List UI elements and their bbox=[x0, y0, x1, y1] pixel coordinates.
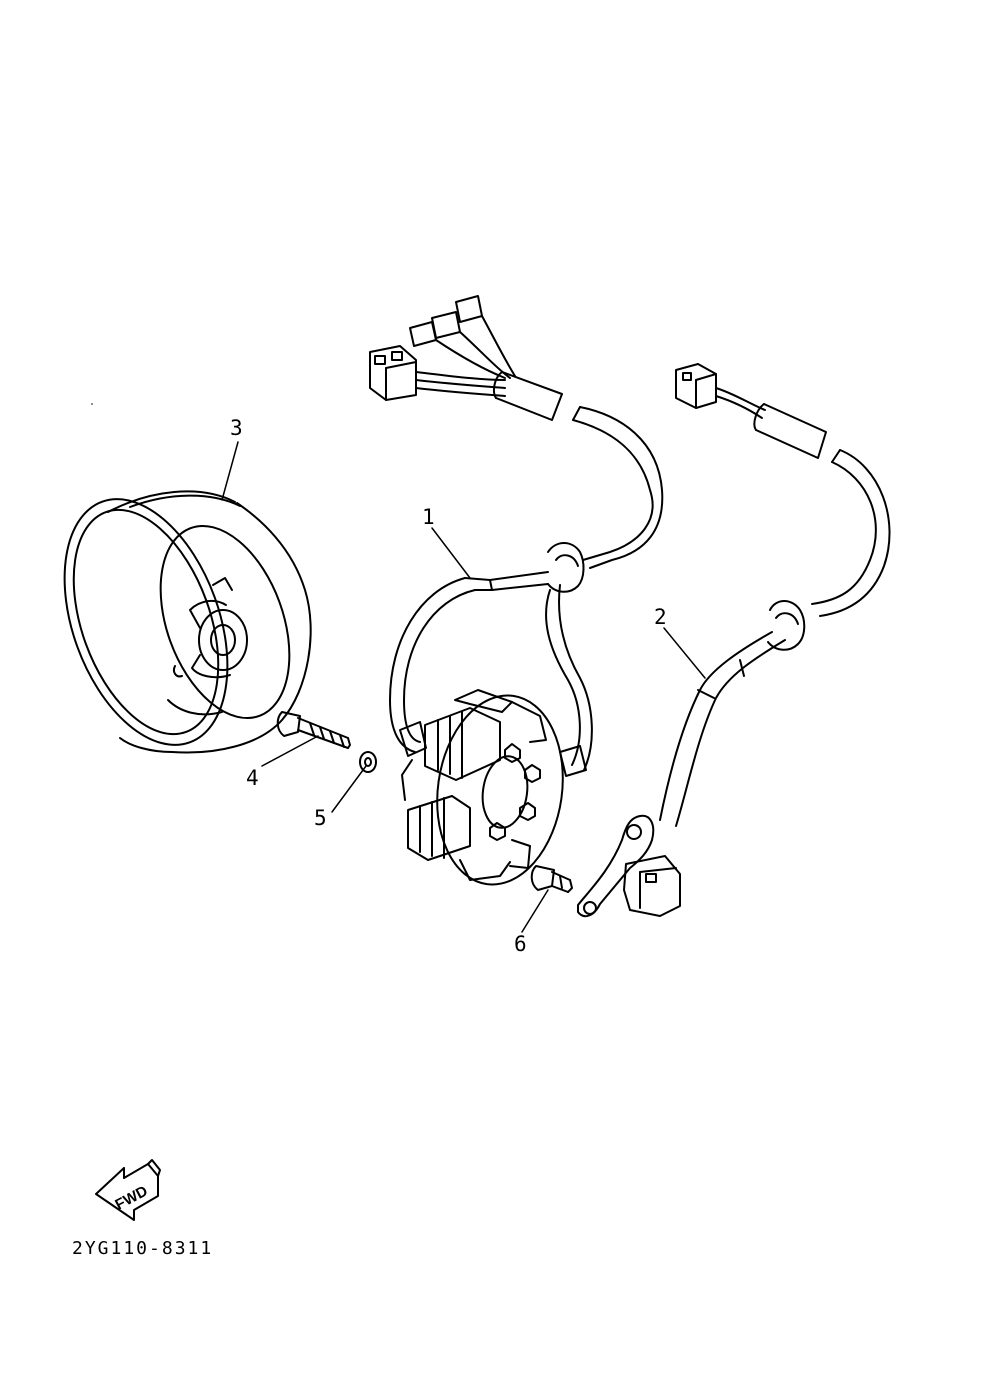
leader-line-5 bbox=[332, 766, 366, 812]
leader-lines bbox=[222, 442, 705, 932]
callout-2: 2 bbox=[654, 605, 667, 629]
washer bbox=[360, 752, 376, 772]
leader-line-4 bbox=[262, 736, 318, 766]
fwd-arrow-icon bbox=[96, 1160, 160, 1220]
pickup-coil-assembly bbox=[578, 364, 890, 916]
callout-6: 6 bbox=[514, 932, 527, 956]
speck bbox=[91, 403, 93, 405]
leader-line-2 bbox=[664, 628, 705, 678]
callout-3: 3 bbox=[230, 416, 243, 440]
leader-line-6 bbox=[522, 890, 548, 932]
callout-5: 5 bbox=[314, 806, 327, 830]
bolt-long bbox=[278, 712, 350, 748]
stator-assembly bbox=[370, 296, 662, 893]
leader-line-1 bbox=[432, 528, 470, 578]
callout-4: 4 bbox=[246, 766, 259, 790]
leader-line-3 bbox=[222, 442, 238, 500]
drawing-code: 2YG110-8311 bbox=[72, 1238, 214, 1259]
callout-1: 1 bbox=[422, 505, 435, 529]
fwd-label: FWD bbox=[112, 1183, 150, 1214]
bolt-short bbox=[532, 866, 572, 892]
rotor-flywheel bbox=[34, 477, 314, 767]
